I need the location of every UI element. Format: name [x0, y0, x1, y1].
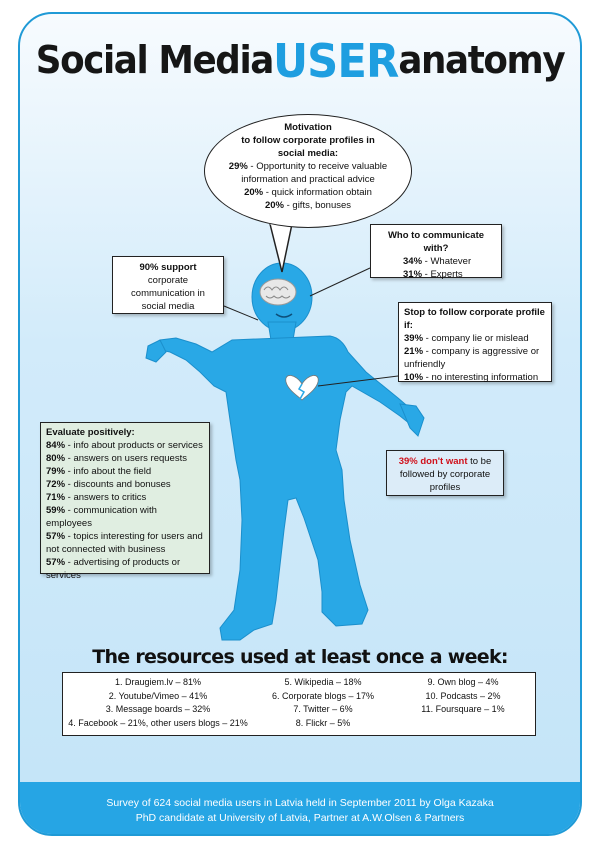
stop-item: 39% - company lie or mislead [404, 333, 529, 344]
resource-item: 1. Draugiem.lv – 81% [114, 677, 202, 687]
resource-item: 4. Facebook – 21%, other users blogs – 2… [68, 717, 248, 728]
title-part-user: USER [273, 34, 399, 88]
evaluate-item: 79% - info about the field [46, 466, 152, 477]
brain-icon [259, 278, 297, 306]
footer: Survey of 624 social media users in Latv… [20, 782, 580, 834]
evaluate-item: 59% - communication with employees [46, 505, 157, 529]
motivation-item: 29% - Opportunity to receive valuable in… [228, 161, 388, 185]
resource-item: 3. Message boards – 32% [105, 704, 211, 714]
who-item: 34% - Whatever [403, 256, 472, 267]
support-bold: 90% support [139, 262, 197, 273]
motivation-item: 20% - gifts, bonuses [264, 200, 352, 211]
resource-item: 7. Twitter – 6% [293, 704, 353, 714]
resources-column-1: 1. Draugiem.lv – 81% 2. Youtube/Vimeo – … [63, 676, 253, 735]
figure-body [149, 335, 421, 641]
evaluate-item: 57% - advertising of products or service… [46, 557, 181, 581]
motivation-heading-1: Motivation [284, 122, 332, 133]
who-item: 31% - Experts [403, 269, 463, 280]
resources-box: 1. Draugiem.lv – 81% 2. Youtube/Vimeo – … [62, 672, 536, 736]
motivation-heading-3: social media: [277, 148, 339, 159]
motivation-item: 20% - quick information obtain [244, 187, 372, 198]
broken-heart-icon [285, 375, 319, 401]
resource-item: 11. Foursquare – 1% [421, 704, 505, 714]
evaluate-item: 80% - answers on users requests [46, 453, 187, 464]
resource-item: 2. Youtube/Vimeo – 41% [108, 690, 208, 701]
who-heading: Who to communicate with? [387, 230, 485, 254]
stop-pointer [317, 375, 399, 387]
evaluate-heading: Evaluate positively: [46, 427, 135, 438]
resources-column-2: 5. Wikipedia – 18% 6. Corporate blogs – … [253, 676, 393, 735]
dont-want-text: to be followed by corporate profiles [399, 456, 492, 493]
resource-item: 5. Wikipedia – 18% [284, 677, 362, 687]
resources-column-3: 9. Own blog – 4% 10. Podcasts – 2% 11. F… [393, 676, 533, 735]
motivation-bubble: Motivation to follow corporate profiles … [204, 114, 412, 228]
page-title: Social MediaUSERanatomy [18, 34, 582, 84]
evaluate-item: 72% - discounts and bonuses [46, 479, 171, 490]
support-text: corporate communication in social media [131, 275, 205, 312]
evaluate-item: 57% - topics interesting for users and n… [46, 531, 203, 555]
who-box: Who to communicate with? 34% - Whatever … [370, 224, 502, 280]
motivation-heading-2: to follow corporate profiles in [241, 135, 375, 146]
resource-item: 10. Podcasts – 2% [425, 690, 501, 701]
evaluate-item: 71% - answers to critics [46, 492, 147, 503]
title-part-1: Social Media [35, 38, 275, 82]
motivation-bubble-tail [269, 223, 293, 273]
who-pointer [309, 267, 371, 297]
stop-heading: Stop to follow corporate profile if: [404, 307, 545, 331]
resource-item: 8. Flickr – 5% [295, 717, 351, 728]
stop-item: 21% - company is aggressive or unfriendl… [404, 346, 540, 370]
resource-item: 6. Corporate blogs – 17% [271, 690, 375, 701]
stop-box: Stop to follow corporate profile if: 39%… [398, 302, 552, 383]
resource-item: 9. Own blog – 4% [427, 677, 499, 687]
title-part-3: anatomy [398, 38, 565, 82]
stop-item: 10% - no interesting information [404, 372, 539, 383]
support-box: 90% support corporate communication in s… [112, 256, 224, 314]
support-pointer [223, 305, 259, 321]
footer-line-1: Survey of 624 social media users in Latv… [106, 797, 494, 809]
evaluate-box: Evaluate positively: 84% - info about pr… [40, 422, 210, 581]
dont-want-box: 39% don't want to be followed by corpora… [386, 450, 504, 496]
evaluate-item: 84% - info about products or services [46, 440, 203, 451]
dont-want-highlight: 39% don't want [398, 456, 468, 467]
resources-title: The resources used at least once a week: [92, 646, 508, 668]
footer-line-2: PhD candidate at University of Latvia, P… [135, 812, 465, 824]
